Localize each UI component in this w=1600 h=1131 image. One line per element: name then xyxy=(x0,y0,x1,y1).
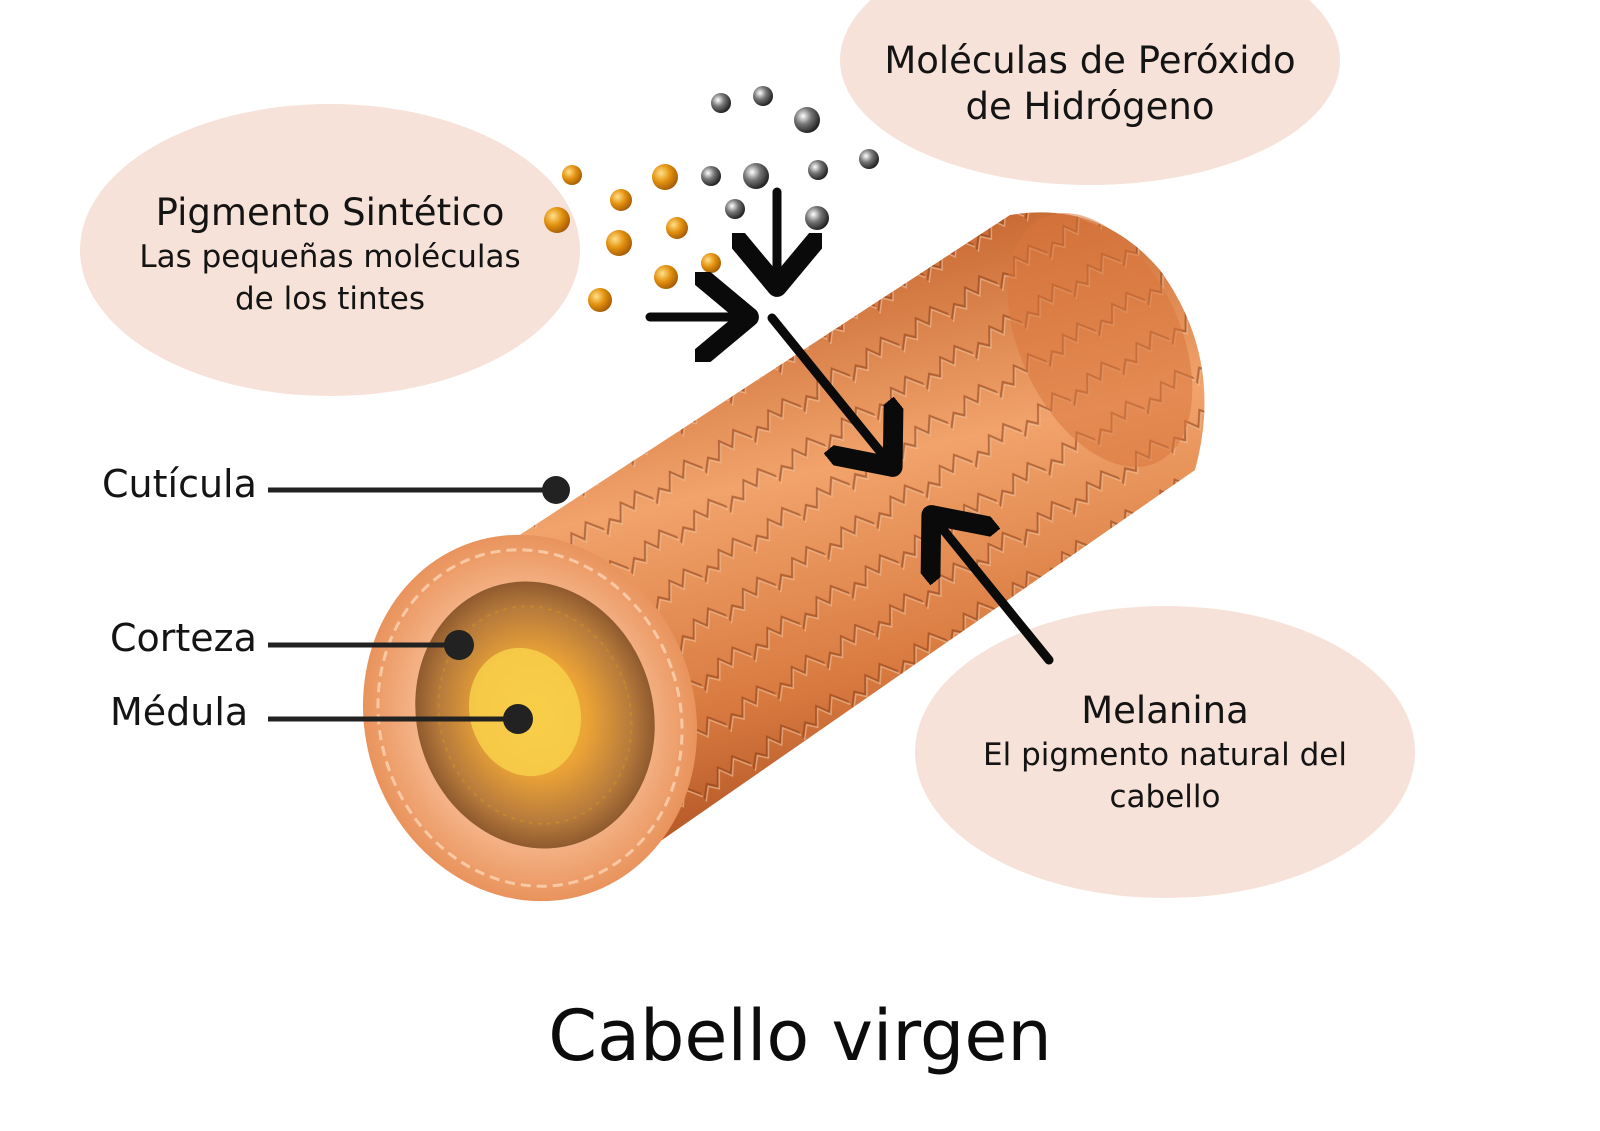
cuticle-label: Cutícula xyxy=(102,462,257,506)
cortex-dot xyxy=(444,630,474,660)
leader-lines xyxy=(268,476,570,734)
melanin-bubble xyxy=(915,606,1415,898)
arrow-icon xyxy=(767,313,887,460)
dye-molecule xyxy=(544,207,570,233)
diagram-title: Cabello virgen xyxy=(548,995,1052,1077)
melanin-line2: cabello xyxy=(1109,779,1221,815)
dye-molecule xyxy=(654,265,678,289)
pigment-text: Pigmento Sintético Las pequeñas molécula… xyxy=(90,190,570,320)
cuticle-ring-lines xyxy=(376,548,684,888)
pigment-title: Pigmento Sintético xyxy=(155,191,505,234)
peroxide-molecule xyxy=(808,160,828,180)
peroxide-molecule xyxy=(753,86,773,106)
dye-molecule xyxy=(701,253,721,273)
peroxide-molecule xyxy=(743,163,769,189)
peroxide-line1: Moléculas de Peróxido xyxy=(884,39,1296,82)
pigment-line2: de los tintes xyxy=(235,281,425,317)
peroxide-bubble xyxy=(840,0,1340,185)
peroxide-line2: de Hidrógeno xyxy=(965,85,1215,128)
dye-molecule xyxy=(652,164,678,190)
peroxide-molecule xyxy=(859,149,879,169)
peroxide-molecule xyxy=(711,93,731,113)
hair-end xyxy=(1007,213,1193,467)
cortex-texture xyxy=(437,605,633,825)
pigment-bubble xyxy=(80,104,580,396)
peroxide-molecule xyxy=(725,199,745,219)
peroxide-molecule xyxy=(805,206,829,230)
hair-strand xyxy=(362,212,1205,902)
cortex-label: Corteza xyxy=(110,616,257,660)
peroxide-molecules xyxy=(701,86,879,230)
medulla-label: Médula xyxy=(110,690,249,734)
melanin-title: Melanina xyxy=(1081,689,1249,732)
cuticle-dot xyxy=(542,476,570,504)
dye-molecule xyxy=(588,288,612,312)
medulla-dot xyxy=(503,704,533,734)
peroxide-molecule xyxy=(794,107,820,133)
dye-molecule xyxy=(606,230,632,256)
arrows xyxy=(645,187,1054,665)
peroxide-molecule xyxy=(701,166,721,186)
dye-molecule xyxy=(666,217,688,239)
melanin-text: Melanina El pigmento natural del cabello xyxy=(925,688,1405,818)
dye-molecule xyxy=(562,165,582,185)
melanin-line1: El pigmento natural del xyxy=(983,737,1347,773)
dye-molecules xyxy=(544,164,721,312)
peroxide-text: Moléculas de Peróxido de Hidrógeno xyxy=(850,38,1330,130)
dye-molecule xyxy=(610,189,632,211)
arrow-icon xyxy=(937,522,1054,665)
pigment-line1: Las pequeñas moléculas xyxy=(139,239,521,275)
